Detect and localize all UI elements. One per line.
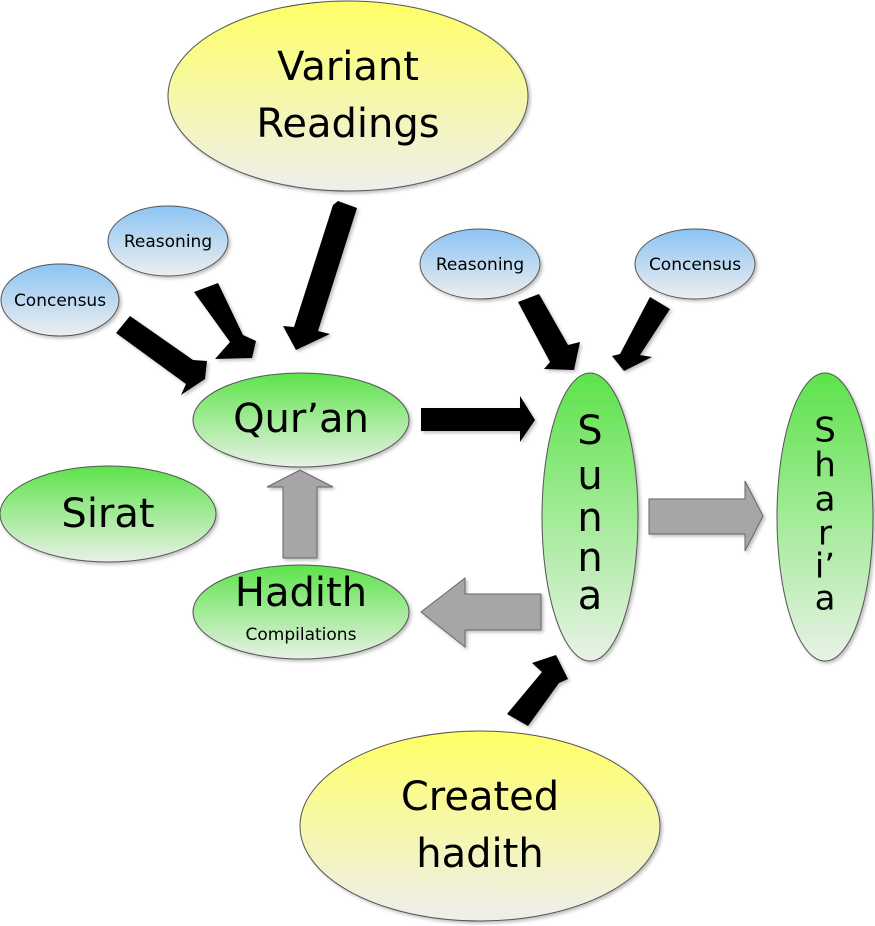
arrow-concensus-left-to-quran	[116, 316, 207, 395]
arrow-quran-to-sunna	[421, 396, 535, 442]
node-reasoning-right: Reasoning	[419, 228, 541, 300]
arrow-created-hadith-to-sunna	[507, 655, 568, 726]
node-concensus-left: Concensus	[0, 263, 120, 337]
arrow-reasoning-right-to-sunna	[518, 294, 580, 370]
node-sharia: S h a r i’ a	[776, 372, 874, 662]
node-sharia-letter: S	[814, 411, 836, 451]
node-variant-readings-line-1: Variant	[277, 44, 419, 90]
node-quran-label: Qur’an	[233, 396, 369, 442]
node-created-hadith: Created hadith	[299, 730, 661, 922]
node-reasoning-left-label: Reasoning	[124, 232, 212, 252]
node-sharia-letter: i’	[815, 547, 835, 587]
node-sunna-letter: u	[577, 453, 602, 499]
node-hadith-sublabel: Compilations	[246, 625, 357, 645]
node-sharia-letter: h	[814, 446, 836, 486]
node-sunna-letter: n	[577, 495, 602, 541]
arrow-sunna-to-hadith	[420, 576, 542, 649]
arrow-reasoning-left-to-quran	[194, 283, 256, 359]
arrow-concensus-right-to-sunna	[612, 297, 670, 371]
node-reasoning-left: Reasoning	[107, 205, 229, 277]
node-variant-readings-line-2: Readings	[256, 101, 439, 147]
node-concensus-right-label: Concensus	[649, 255, 741, 275]
node-sunna-letter: S	[577, 408, 602, 454]
node-sharia-letter: a	[815, 579, 836, 619]
node-quran: Qur’an	[192, 372, 410, 468]
node-sharia-letter: r	[818, 514, 832, 554]
node-variant-readings: Variant Readings	[167, 0, 529, 192]
node-concensus-left-label: Concensus	[14, 291, 106, 311]
node-created-hadith-line-1: Created	[401, 774, 559, 820]
node-hadith-label: Hadith	[235, 570, 367, 616]
node-reasoning-right-label: Reasoning	[436, 255, 524, 275]
node-hadith-compilations: Hadith Compilations	[192, 564, 410, 660]
arrow-hadith-to-quran	[266, 469, 334, 559]
arrow-sunna-to-sharia	[648, 480, 764, 552]
node-created-hadith-line-2: hadith	[416, 831, 543, 877]
node-sunna-letter: a	[578, 573, 603, 619]
arrow-variant-to-quran	[283, 201, 357, 350]
node-sirat: Sirat	[0, 465, 217, 563]
node-sharia-letter: a	[815, 480, 836, 520]
node-concensus-right: Concensus	[634, 228, 756, 300]
node-sunna-letter: n	[577, 535, 602, 581]
node-sunna: S u n n a	[541, 372, 639, 662]
node-sirat-label: Sirat	[61, 491, 154, 537]
